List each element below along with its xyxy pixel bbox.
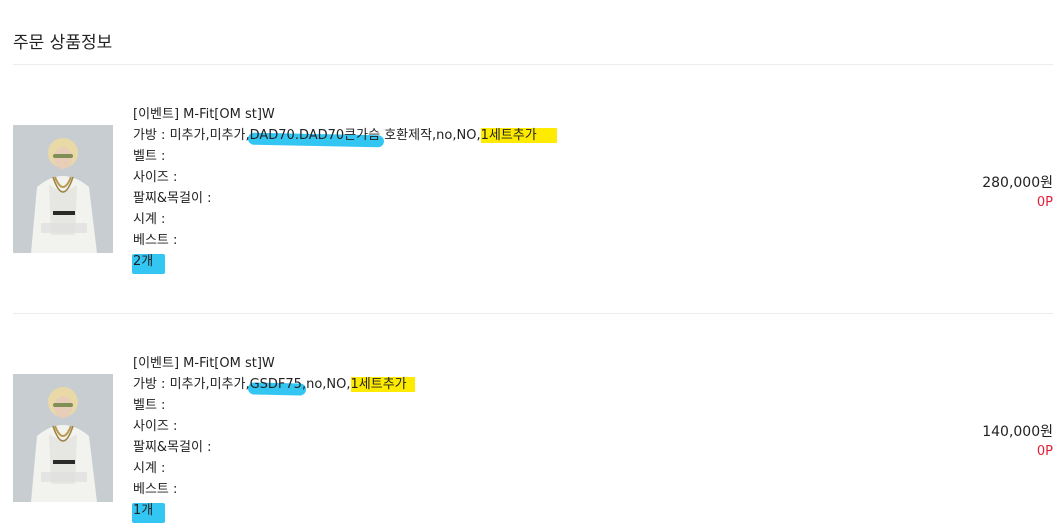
points: 0P bbox=[1036, 195, 1053, 210]
order-item: [이벤트] M-Fit[OM st]W 가방 : 미추가,미추가,DAD70.D… bbox=[0, 104, 1058, 274]
order-item: [이벤트] M-Fit[OM st]W 가방 : 미추가,미추가,GSDF75,… bbox=[0, 353, 1058, 523]
option-watch: 시계 : bbox=[133, 461, 166, 476]
highlight-yellow: 1세트추가 bbox=[480, 128, 558, 143]
product-options: [이벤트] M-Fit[OM st]W 가방 : 미추가,미추가,GSDF75,… bbox=[131, 353, 415, 523]
page-title: 주문 상품정보 bbox=[13, 33, 113, 53]
option-vest: 베스트 : bbox=[133, 482, 178, 497]
quantity: 1개 bbox=[131, 500, 415, 523]
highlight-blue: GSDF75 bbox=[249, 377, 302, 392]
option-size: 사이즈 : bbox=[133, 419, 178, 434]
option-belt: 벨트 : bbox=[133, 398, 166, 413]
product-options: [이벤트] M-Fit[OM st]W 가방 : 미추가,미추가,DAD70.D… bbox=[131, 104, 558, 274]
option-vest: 베스트 : bbox=[133, 233, 178, 248]
price: 140,000원 bbox=[982, 424, 1053, 440]
option-watch: 시계 : bbox=[133, 212, 166, 227]
option-size: 사이즈 : bbox=[133, 170, 178, 185]
option-belt: 벨트 : bbox=[133, 149, 166, 164]
doll-photo-icon bbox=[13, 125, 113, 253]
highlight-yellow: 1세트추가 bbox=[350, 377, 415, 392]
option-bracelet: 팔찌&목걸이 : bbox=[133, 440, 212, 455]
product-thumbnail[interactable] bbox=[13, 125, 113, 253]
doll-photo-icon bbox=[13, 374, 113, 502]
option-bag: 가방 : 미추가,미추가,GSDF75,no,NO,1세트추가 bbox=[133, 374, 415, 395]
points: 0P bbox=[1036, 444, 1053, 459]
quantity: 2개 bbox=[131, 251, 557, 274]
product-name[interactable]: [이벤트] M-Fit[OM st]W bbox=[133, 107, 275, 122]
divider bbox=[13, 313, 1053, 314]
highlight-blue: DAD70.DAD70큰가슴 bbox=[249, 128, 381, 143]
option-bag: 가방 : 미추가,미추가,DAD70.DAD70큰가슴 호환제작,no,NO,1… bbox=[133, 125, 558, 146]
price: 280,000원 bbox=[982, 175, 1053, 191]
divider bbox=[13, 64, 1053, 65]
product-thumbnail[interactable] bbox=[13, 374, 113, 502]
option-bracelet: 팔찌&목걸이 : bbox=[133, 191, 212, 206]
product-name[interactable]: [이벤트] M-Fit[OM st]W bbox=[133, 356, 275, 371]
